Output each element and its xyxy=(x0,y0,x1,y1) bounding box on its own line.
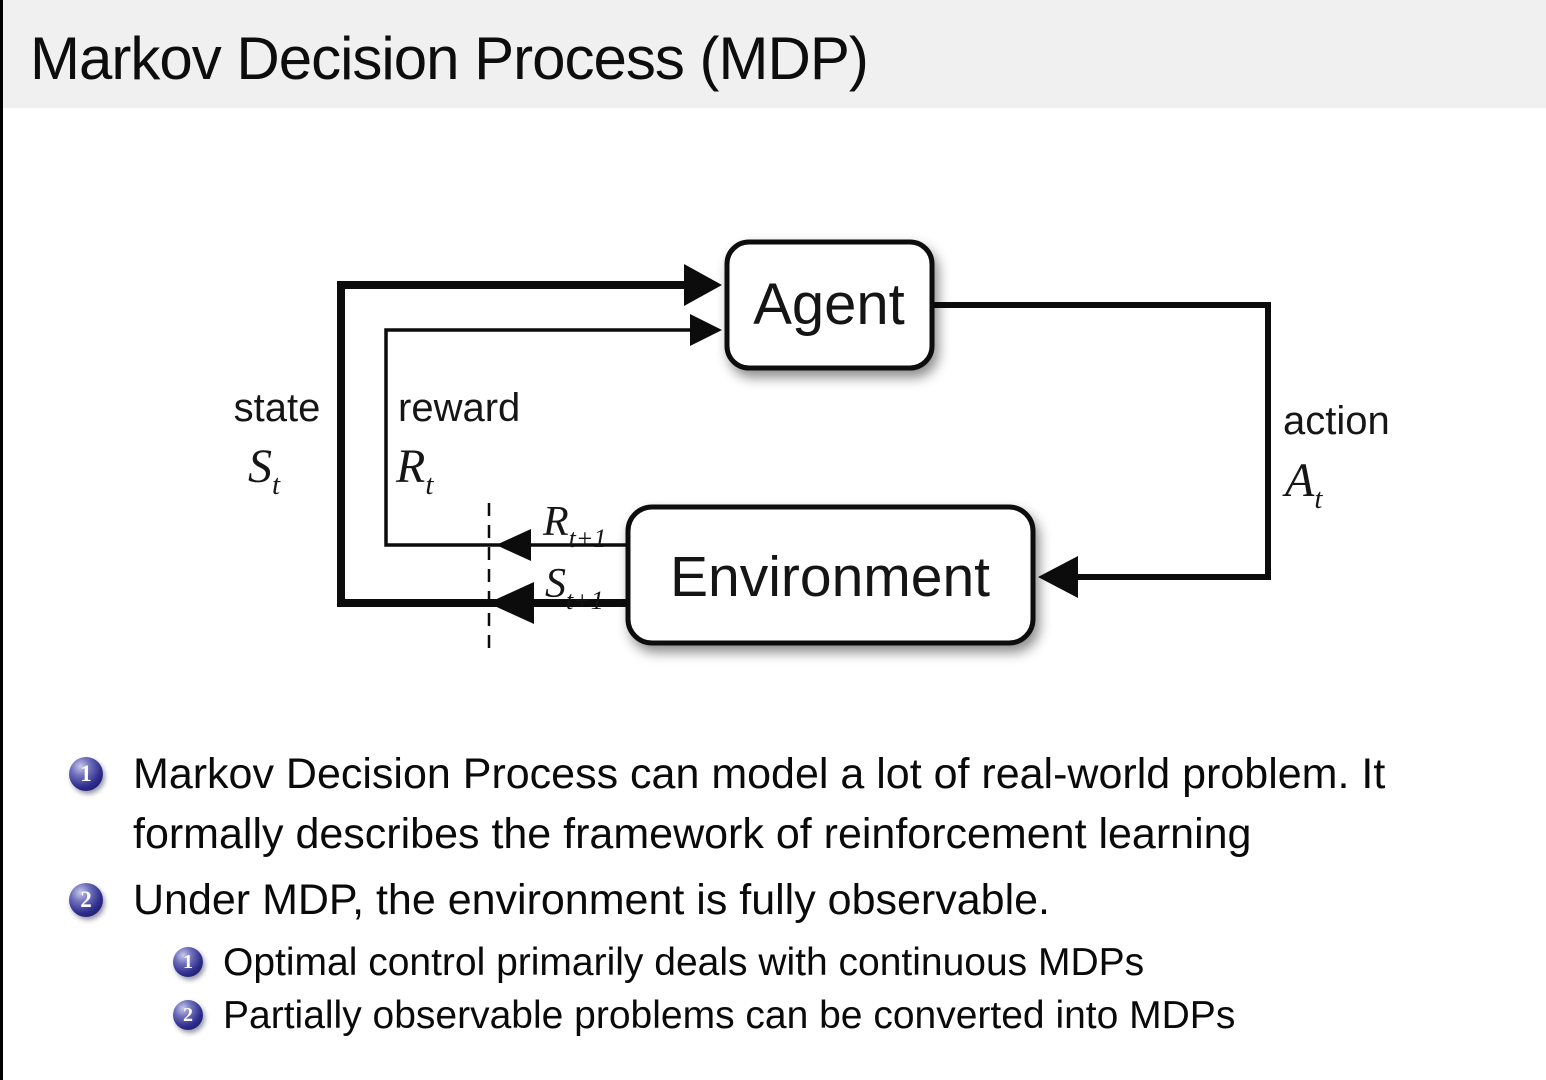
action-label: action xyxy=(1283,399,1390,443)
next-reward-arrowhead xyxy=(496,529,531,561)
bullet-ball-2: 2 xyxy=(69,883,103,917)
reward-into-agent-arrowhead xyxy=(690,314,722,346)
action-into-environment-arrowhead xyxy=(1038,556,1078,598)
list-item-2: 2 Under MDP, the environment is fully ob… xyxy=(69,870,1536,930)
next-state-symbol-sub: t+1 xyxy=(566,586,604,615)
reward-symbol-main: R xyxy=(395,440,425,493)
state-symbol: St xyxy=(248,440,281,501)
sub-bullet-ball-2: 2 xyxy=(173,1000,203,1030)
state-label: state xyxy=(234,386,321,430)
title-banner: Markov Decision Process (MDP) xyxy=(0,0,1546,108)
next-state-symbol-main: S xyxy=(545,561,566,607)
sub-list-item-1: 1 Optimal control primarily deals with c… xyxy=(173,936,1536,989)
action-symbol-main: A xyxy=(1282,454,1315,507)
sub-bullet-text-2: Partially observable problems can be con… xyxy=(223,994,1236,1037)
action-symbol: At xyxy=(1282,454,1323,515)
page-title: Markov Decision Process (MDP) xyxy=(30,25,869,92)
action-line xyxy=(932,302,1271,580)
reward-label: reward xyxy=(398,386,520,430)
environment-label: Environment xyxy=(670,545,990,609)
bullet-ball-1: 1 xyxy=(69,757,103,791)
state-symbol-main: S xyxy=(248,440,272,493)
next-state-arrowhead xyxy=(488,582,534,624)
list-item-1: 1 Markov Decision Process can model a lo… xyxy=(69,744,1536,864)
window-left-border xyxy=(0,0,3,1080)
action-symbol-sub: t xyxy=(1314,483,1323,515)
reward-symbol: Rt xyxy=(395,440,434,501)
state-symbol-sub: t xyxy=(272,469,281,501)
next-reward-symbol: Rt+1 xyxy=(542,499,606,553)
environment-box xyxy=(625,504,1036,646)
next-reward-symbol-sub: t+1 xyxy=(569,524,607,553)
sub-bullet-ball-1: 1 xyxy=(173,947,203,977)
sub-bullet-text-1: Optimal control primarily deals with con… xyxy=(223,941,1145,984)
bullet-text-2: Under MDP, the environment is fully obse… xyxy=(133,876,1050,924)
next-reward-symbol-main: R xyxy=(542,499,569,545)
sub-list-item-2: 2 Partially observable problems can be c… xyxy=(173,989,1536,1042)
agent-box xyxy=(724,239,935,371)
next-state-symbol: St+1 xyxy=(545,561,604,615)
agent-label: Agent xyxy=(753,272,905,337)
reward-symbol-sub: t xyxy=(425,469,434,501)
agent-environment-diagram: Agent Environment state St reward Rt Rt+… xyxy=(234,239,1390,652)
state-into-agent-arrowhead xyxy=(684,264,722,306)
bullet-text-1: Markov Decision Process can model a lot … xyxy=(133,750,1386,858)
state-line xyxy=(337,281,688,607)
